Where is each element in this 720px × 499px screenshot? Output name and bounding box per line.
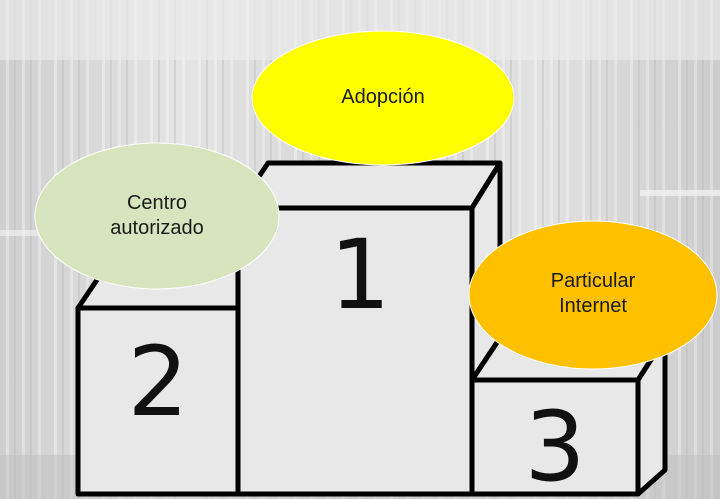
place-number-2: 2 (127, 326, 188, 438)
oval-first-place (251, 30, 515, 166)
oval-third-place (468, 220, 718, 370)
podium-block-2-front (75, 305, 241, 497)
podium-block-3-front (469, 377, 641, 497)
oval-second-place (34, 142, 280, 290)
place-number-1: 1 (329, 219, 390, 331)
podium-block-1-top (235, 160, 503, 211)
place-number-3: 3 (524, 391, 585, 499)
